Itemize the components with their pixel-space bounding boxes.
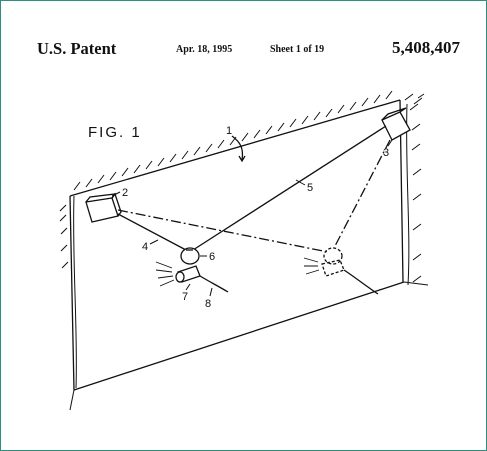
left-wall-hatching — [59, 204, 69, 269]
ball-6 — [180, 247, 200, 265]
ref-1-arrow — [238, 155, 246, 163]
ref-label-7: 7 — [182, 291, 188, 303]
header-date: Apr. 18, 1995 — [176, 44, 233, 55]
ref-label-1: 1 — [226, 125, 232, 137]
device-7 — [155, 261, 201, 287]
header-patent-number: 5,408,407 — [392, 38, 460, 57]
floor-corner — [69, 389, 75, 411]
remote-rays — [303, 257, 320, 275]
figure-title: FIG. 1 — [88, 124, 142, 141]
cable-4 — [117, 213, 187, 251]
ref-label-2: 2 — [122, 187, 128, 199]
right-wall-hatching — [411, 123, 422, 283]
ceiling-hatching — [73, 90, 425, 191]
header-patent-label: U.S. Patent — [37, 39, 117, 58]
ceiling-edge — [69, 99, 401, 197]
ref-label-5: 5 — [307, 182, 313, 194]
ref-label-6: 6 — [209, 251, 215, 263]
remote-ball — [321, 247, 345, 277]
wire-8 — [199, 275, 229, 293]
floor-edge — [73, 281, 405, 391]
floor-right — [403, 281, 429, 286]
camera-3 — [381, 107, 411, 141]
left-wall-inner — [73, 195, 77, 389]
left-wall-edge — [69, 195, 75, 391]
sight-line-3 — [333, 139, 391, 249]
remote-wire — [343, 269, 379, 295]
ref-7-leader — [185, 283, 191, 291]
cable-5 — [192, 125, 387, 251]
ref-1-leader — [231, 135, 244, 161]
ref-2-leader — [111, 191, 121, 197]
ref-4-leader — [149, 239, 159, 245]
ref-label-3: 3 — [383, 147, 389, 159]
ref-label-4: 4 — [142, 241, 148, 253]
ref-label-8: 8 — [205, 298, 211, 310]
ref-5-leader — [295, 179, 306, 186]
header-sheet: Sheet 1 of 19 — [270, 44, 325, 55]
ref-8-leader — [209, 287, 213, 297]
ref-3-leader — [387, 139, 393, 147]
camera-2 — [85, 192, 122, 223]
